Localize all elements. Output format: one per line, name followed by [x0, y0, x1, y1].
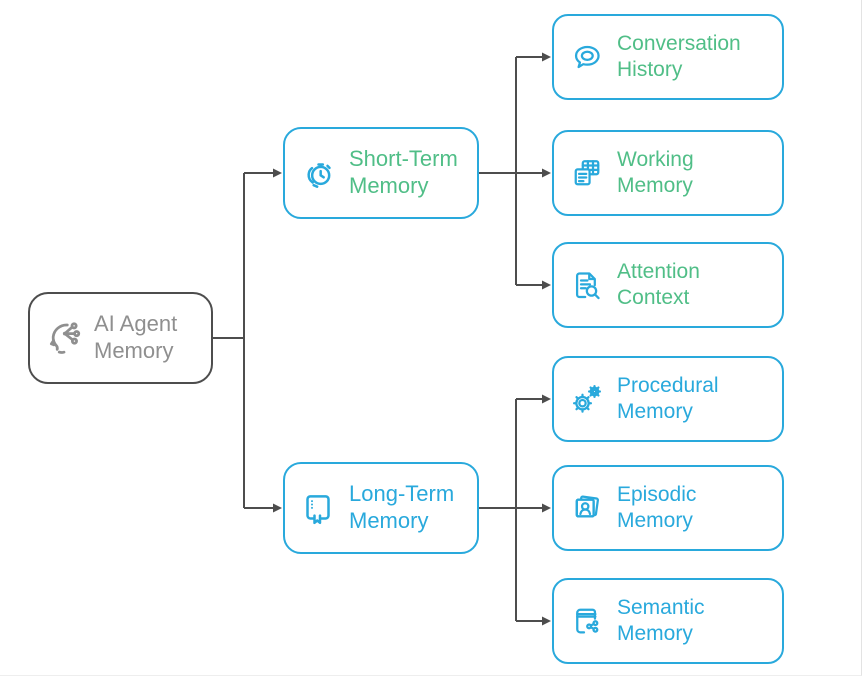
hand-stopwatch-icon	[298, 153, 338, 193]
node-episodic-memory: Episodic Memory	[552, 465, 784, 551]
node-label: Episodic Memory	[617, 483, 697, 532]
node-label: Conversation History	[617, 32, 741, 81]
photo-stack-person-icon	[569, 490, 605, 526]
node-procedural-memory: Procedural Memory	[552, 356, 784, 442]
node-conversation-history: Conversation History	[552, 14, 784, 100]
node-label: Long-Term Memory	[349, 481, 455, 533]
node-short-term-memory: Short-Term Memory	[283, 127, 479, 219]
node-long-term-memory: Long-Term Memory	[283, 462, 479, 554]
notebook-icon	[298, 488, 338, 528]
node-label: AI Agent Memory	[94, 311, 178, 363]
node-working-memory: Working Memory	[552, 130, 784, 216]
node-attention-context: Attention Context	[552, 242, 784, 328]
cards-grid-icon	[569, 155, 605, 191]
gears-icon	[569, 381, 605, 417]
ai-head-circuit-icon	[42, 316, 86, 360]
node-ai-agent-memory: AI Agent Memory	[28, 292, 213, 384]
book-network-icon	[569, 603, 605, 639]
node-label: Semantic Memory	[617, 596, 705, 645]
node-semantic-memory: Semantic Memory	[552, 578, 784, 664]
speech-bubble-icon	[569, 39, 605, 75]
node-label: Working Memory	[617, 148, 694, 197]
document-magnifier-icon	[569, 267, 605, 303]
node-label: Attention Context	[617, 260, 700, 309]
node-label: Procedural Memory	[617, 374, 719, 423]
node-label: Short-Term Memory	[349, 146, 458, 198]
